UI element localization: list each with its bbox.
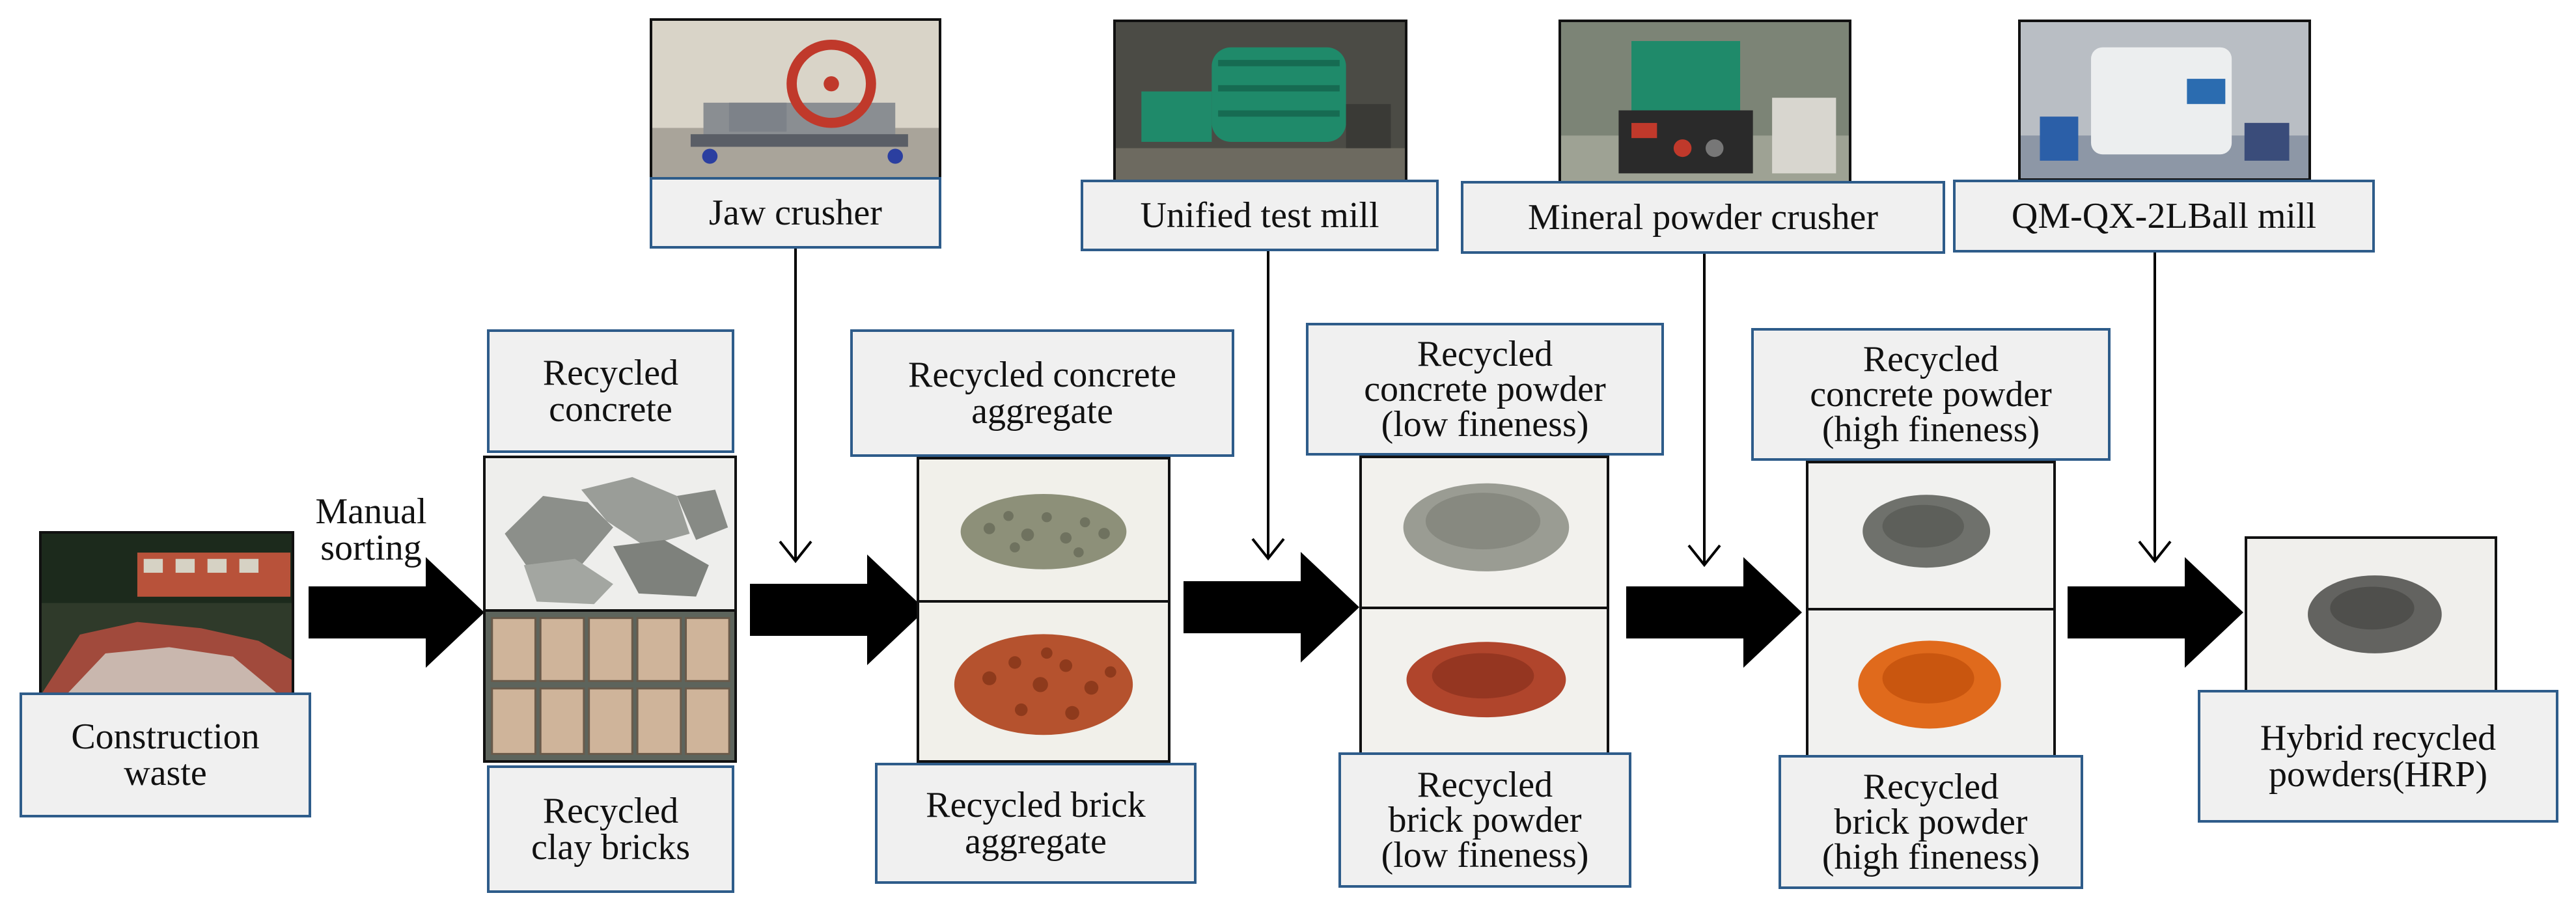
ball-mill-photo [2018, 20, 2311, 181]
jaw-crusher-label: Jaw crusher [650, 177, 941, 249]
rca-line1: Recycled concrete [908, 355, 1176, 395]
hybrid-recycled-powder-photo [2245, 536, 2497, 692]
rca-line2: aggregate [971, 391, 1113, 431]
recycled-concrete-line1: Recycled [542, 353, 679, 393]
test-mill-text: Unified test mill [1140, 195, 1379, 236]
recycled-brick-powder-low-photo [1359, 607, 1609, 760]
recycled-clay-bricks-line1: Recycled [542, 791, 679, 831]
construction-waste-line2: waste [124, 753, 207, 793]
recycled-clay-bricks-label: Recycled clay bricks [487, 765, 734, 893]
flow-arrow-1 [309, 557, 484, 668]
jaw-crusher-text: Jaw crusher [709, 193, 882, 233]
recycled-concrete-aggregate-photo [917, 457, 1170, 603]
powder-crusher-text: Mineral powder crusher [1527, 197, 1878, 238]
recycled-concrete-line2: concrete [549, 389, 672, 430]
manual-sorting-line1: Manual [315, 491, 427, 532]
recycled-concrete-powder-low-label: Recycled concrete powder (low fineness) [1306, 323, 1664, 456]
construction-waste-label: Construction waste [20, 692, 311, 817]
recycled-brick-aggregate-label: Recycled brick aggregate [875, 763, 1197, 884]
rbp-high-line1: Recycled [1863, 767, 1999, 807]
rbp-low-line1: Recycled [1417, 765, 1553, 805]
rba-line2: aggregate [965, 821, 1107, 862]
powder-crusher-photo [1558, 20, 1851, 184]
hrp-line1: Hybrid recycled [2260, 718, 2497, 758]
manual-sorting-line2: sorting [320, 528, 422, 568]
rcp-high-line1: Recycled [1863, 339, 1999, 379]
rbp-low-line3: (low fineness) [1381, 835, 1589, 875]
rcp-low-line1: Recycled [1417, 334, 1553, 374]
recycled-concrete-label: Recycled concrete [487, 329, 734, 453]
manual-sorting-text: Manual sorting [293, 493, 449, 566]
construction-waste-line1: Construction [71, 717, 260, 757]
hybrid-recycled-powder-label: Hybrid recycled powders(HRP) [2198, 690, 2558, 823]
rcp-high-line3: (high fineness) [1821, 409, 2040, 450]
rbp-low-line2: brick powder [1388, 800, 1582, 840]
recycled-brick-powder-high-photo [1806, 608, 2056, 758]
construction-waste-photo [39, 531, 294, 696]
recycled-concrete-powder-high-label: Recycled concrete powder (high fineness) [1751, 328, 2111, 461]
recycled-concrete-powder-low-photo [1359, 456, 1609, 609]
rba-line1: Recycled brick [926, 785, 1146, 825]
recycled-brick-powder-low-label: Recycled brick powder (low fineness) [1338, 752, 1631, 888]
ball-mill-label: QM-QX-2LBall mill [1953, 180, 2375, 253]
recycled-concrete-aggregate-label: Recycled concrete aggregate [850, 329, 1234, 457]
recycled-clay-bricks-line2: clay bricks [531, 827, 691, 868]
rcp-high-line2: concrete powder [1810, 374, 2052, 415]
recycled-brick-powder-high-label: Recycled brick powder (high fineness) [1779, 755, 2083, 889]
test-mill-label: Unified test mill [1081, 180, 1439, 251]
flow-arrow-3 [1184, 552, 1359, 663]
flow-arrow-5 [2068, 557, 2243, 668]
flow-arrow-4 [1626, 557, 1802, 668]
rbp-high-line3: (high fineness) [1821, 837, 2040, 877]
test-mill-photo [1113, 20, 1407, 184]
recycled-clay-bricks-photo [483, 609, 737, 763]
jaw-crusher-photo [650, 18, 941, 180]
flow-arrow-2 [750, 555, 926, 665]
ball-mill-text: QM-QX-2LBall mill [2011, 196, 2317, 236]
rbp-high-line2: brick powder [1834, 802, 2028, 842]
recycled-concrete-powder-high-photo [1806, 461, 2056, 610]
recycled-concrete-photo [483, 456, 737, 612]
rcp-low-line3: (low fineness) [1381, 404, 1589, 445]
recycled-brick-aggregate-photo [917, 600, 1170, 763]
rcp-low-line2: concrete powder [1364, 369, 1606, 409]
powder-crusher-label: Mineral powder crusher [1461, 181, 1945, 254]
hrp-line2: powders(HRP) [2269, 754, 2487, 795]
